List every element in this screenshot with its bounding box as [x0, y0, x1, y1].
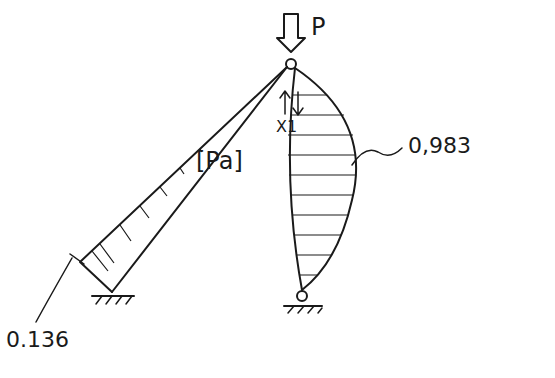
load-label: P [311, 14, 325, 40]
fixed-support [92, 295, 134, 297]
moment-outline [295, 68, 356, 290]
dimension-tick [70, 254, 84, 264]
leader-line [352, 148, 402, 165]
hatching [92, 95, 356, 275]
right-member [290, 68, 302, 290]
pin-support [297, 291, 307, 301]
moment-value: 0.136 [6, 328, 69, 352]
left-member [112, 67, 287, 292]
moment-value: 0,983 [408, 134, 471, 158]
support-hatch [96, 296, 132, 304]
force-arrow [280, 91, 290, 114]
unit-label: [Pa] [196, 148, 243, 174]
force-label: X1 [276, 118, 297, 136]
support-hatch [288, 306, 322, 313]
moment-outline [80, 67, 287, 292]
load-arrow [277, 14, 305, 52]
leader-line [36, 258, 72, 322]
